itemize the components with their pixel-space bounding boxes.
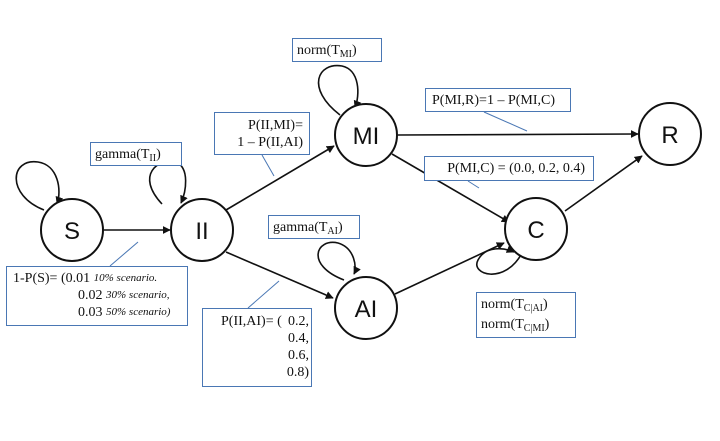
node-s-label: S	[64, 218, 80, 245]
node-ai: AI	[334, 276, 398, 340]
connector-p-ii-mi	[261, 154, 275, 177]
label-p-ii-mi: P(II,MI)= 1 – P(II,AI)	[214, 112, 310, 155]
edge-mi-c	[391, 153, 510, 223]
label-norm-mi: norm(TMI)	[292, 38, 382, 62]
p-ii-ai-values: 0.2, 0.4, 0.6, 0.8)	[286, 314, 309, 380]
node-mi-label: MI	[353, 123, 380, 150]
label-p-s: 1-P(S)= (0.01 10% scenario. 0.02 30% sce…	[6, 266, 188, 326]
self-loop-mi	[317, 64, 362, 116]
self-loop-s	[15, 161, 64, 211]
node-c: C	[504, 197, 568, 261]
node-ii-label: II	[195, 218, 208, 245]
label-p-ii-ai: P(II,AI)= ( 0.2, 0.4, 0.6, 0.8)	[202, 308, 312, 387]
p-s-row-1: 1-P(S)= (0.01 10% scenario.	[13, 271, 158, 286]
self-loop-c	[476, 245, 523, 275]
node-c-label: C	[527, 217, 544, 244]
connector-p-s	[109, 241, 139, 267]
norm-c-ai: norm(TC|AI)	[481, 297, 548, 314]
node-r-label: R	[661, 122, 678, 149]
self-loop-ii	[148, 160, 188, 205]
label-gamma-ai: gamma(TAI)	[268, 215, 360, 239]
connector-p-ii-ai	[247, 280, 280, 309]
self-loop-ai	[317, 241, 361, 281]
edge-c-r	[564, 155, 643, 212]
connector-p-mi-c	[467, 180, 480, 189]
label-norm-c: norm(TC|AI) norm(TC|MI)	[476, 292, 576, 338]
norm-c-mi: norm(TC|MI)	[481, 317, 550, 334]
edge-mi-r	[397, 130, 639, 139]
edge-ii-ai	[225, 251, 334, 299]
p-s-row-3: 0.03 50% scenario)	[78, 305, 171, 320]
label-p-mi-c: P(MI,C) = (0.0, 0.2, 0.4)	[424, 156, 594, 181]
p-s-row-2: 0.02 30% scenario,	[78, 288, 170, 303]
connector-p-mi-r	[483, 111, 528, 132]
label-p-mi-r: P(MI,R)=1 – P(MI,C)	[425, 88, 571, 112]
node-ii: II	[170, 198, 234, 262]
node-s: S	[40, 198, 104, 262]
node-ai-label: AI	[355, 296, 378, 323]
node-r: R	[638, 102, 702, 166]
edge-ii-mi	[225, 145, 335, 211]
label-gamma-ii: gamma(TII)	[90, 142, 182, 166]
node-mi: MI	[334, 103, 398, 167]
